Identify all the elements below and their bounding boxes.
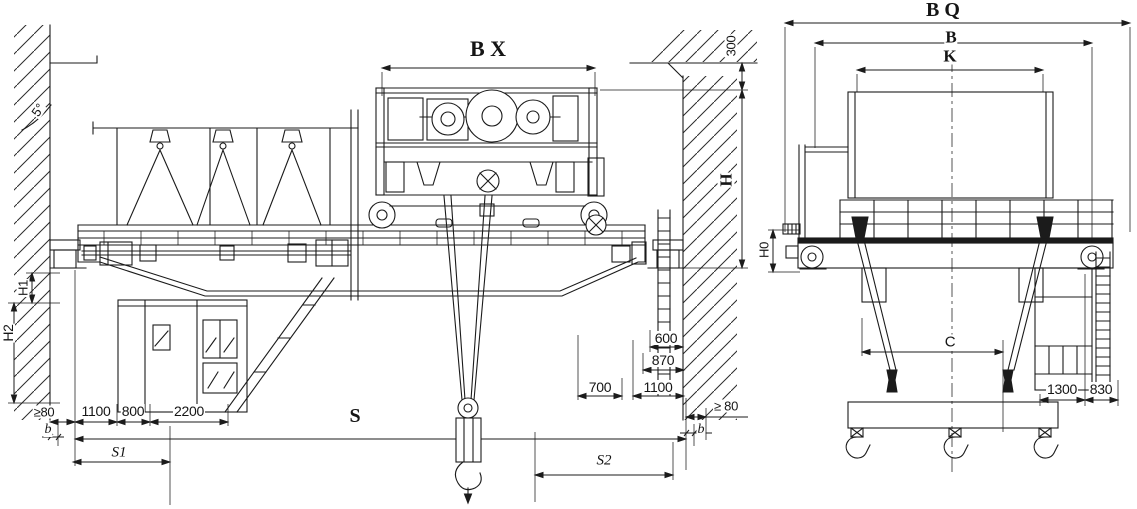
dim-h1-label: H1 (15, 278, 31, 298)
dim-700-label: 700 (587, 379, 613, 395)
dim-b-label: B (944, 27, 958, 47)
dim-k-label: K (942, 46, 958, 66)
dim-1300-label: 1300 (1046, 381, 1078, 397)
dim-b-left-label: b (43, 422, 53, 437)
dim-h-label: H (716, 172, 736, 188)
dim-1100-right-label: 1100 (642, 379, 674, 395)
extension-lines (8, 27, 1131, 505)
dim-c-label: C (943, 333, 957, 351)
side-view-linework (782, 91, 1114, 459)
dim-h0-label: H0 (756, 240, 772, 260)
dim-800-label: 800 (120, 403, 146, 419)
hook-block (454, 397, 482, 505)
dim-830-label: 830 (1088, 381, 1114, 397)
front-view-linework (21, 24, 758, 421)
dim-1100-left-label: 1100 (80, 403, 112, 419)
dim-s1-label: S1 (110, 444, 128, 461)
dim-bq-label: B Q (925, 0, 961, 21)
dim-2200-label: 2200 (173, 403, 205, 419)
dim-600-label: 600 (653, 330, 679, 346)
wall-hatching (14, 25, 757, 420)
dim-h2-label: H2 (0, 323, 16, 343)
dim-b-right-label: b (696, 422, 706, 437)
dim-wall-clearance-left-label: ≥80 (32, 404, 56, 420)
dim-s2-label: S2 (595, 452, 613, 469)
dim-bx-label: B X (468, 36, 508, 61)
dim-wall-clearance-right-label: ≥ 80 (712, 398, 740, 414)
dim-300-label: 300 (723, 34, 739, 58)
dim-span-label: S (348, 405, 362, 427)
dim-870-label: 870 (650, 352, 676, 368)
